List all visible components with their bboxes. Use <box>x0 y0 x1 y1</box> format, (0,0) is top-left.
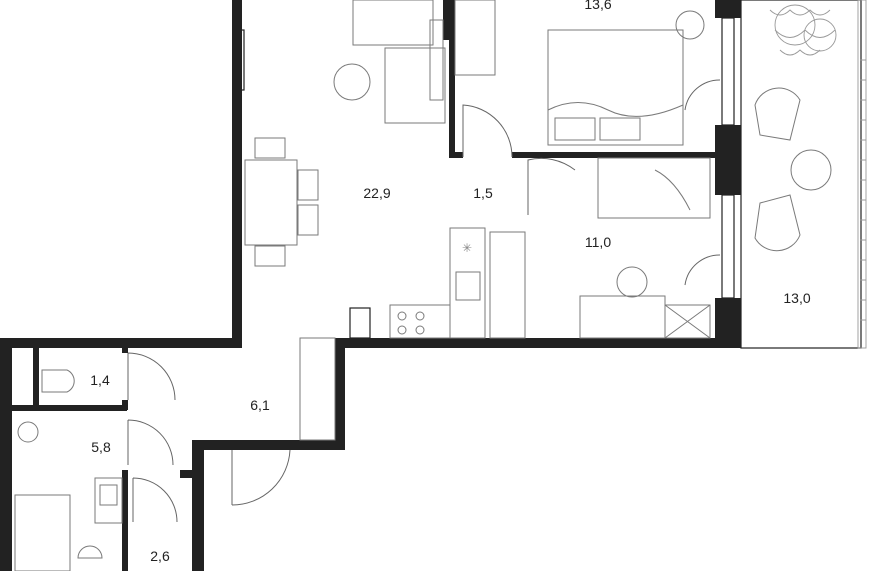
area-labels: 13,6 22,9 1,5 11,0 13,0 1,4 6,1 5,8 2,6 <box>90 0 811 564</box>
area-storage: 2,6 <box>150 548 170 564</box>
bathroom-furniture <box>14 369 123 571</box>
plant-decoration <box>769 4 837 56</box>
area-living-kitchen: 22,9 <box>363 185 390 201</box>
area-bathroom: 5,8 <box>91 439 111 455</box>
terrace <box>740 0 867 349</box>
bedroom-middle-furniture <box>489 157 711 339</box>
living-furniture: ✳ <box>244 0 486 441</box>
area-corridor-small: 1,5 <box>473 185 493 201</box>
bedroom-top-furniture <box>454 0 705 146</box>
area-hallway: 6,1 <box>250 397 270 413</box>
area-toilet: 1,4 <box>90 372 110 388</box>
railing <box>860 59 866 321</box>
area-bedroom-middle: 11,0 <box>585 234 611 250</box>
walls <box>0 0 741 571</box>
svg-text:✳: ✳ <box>462 241 472 255</box>
area-terrace: 13,0 <box>783 290 810 306</box>
windows <box>239 17 735 299</box>
doors <box>127 79 721 523</box>
area-bedroom-top: 13,6 <box>584 0 611 12</box>
